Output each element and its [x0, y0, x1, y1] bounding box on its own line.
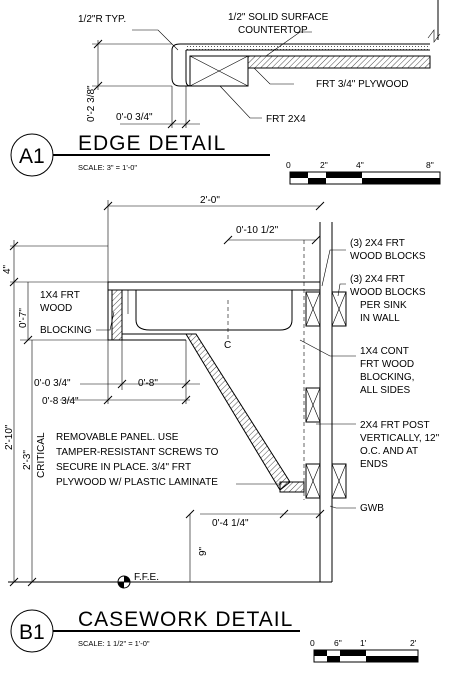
dim-4: 4": [2, 264, 13, 274]
panel-note-line4: PLYWOOD W/ PLASTIC LAMINATE: [56, 477, 218, 488]
blocking-note-line2: WOOD: [40, 303, 72, 314]
countertop-note-line2: COUNTERTOP: [238, 25, 308, 36]
dim-7: 0'-7": [18, 308, 29, 328]
panel-note-line3: SECURE IN PLACE. 3/4" FRT: [56, 462, 191, 473]
edge-detail-title: EDGE DETAIL: [78, 132, 226, 155]
casework-bar-label-2: 1': [360, 638, 367, 648]
frt-2x4-block: [189, 55, 249, 87]
ffe-label: F.F.E.: [134, 572, 159, 583]
casework-bar-label-3: 2': [410, 638, 417, 648]
edge-scale-bar: [289, 171, 441, 185]
dim-2-3: 2'-3": [22, 450, 33, 470]
gwb-note: GWB: [360, 503, 384, 514]
edge-overhang-dim: 0'-0 3/4": [116, 112, 153, 123]
plywood-note: FRT 3/4" PLYWOOD: [316, 79, 408, 90]
post-note-line2: VERTICALLY, 12": [360, 433, 440, 444]
dim-9: 9": [198, 546, 209, 556]
centerline-label: C: [224, 340, 231, 351]
dim-10-half: 0'-10 1/2": [236, 225, 279, 236]
dim-0-4-1-4: 0'-4 1/4": [212, 518, 249, 529]
casework-detail-scale: SCALE: 1 1/2" = 1'-0": [78, 639, 150, 648]
sink-bowl: [135, 290, 293, 331]
edge-bar-label-3: 8": [426, 160, 434, 170]
dim-0-3-4: 0'-0 3/4": [34, 378, 71, 389]
casework-countertop: [107, 281, 321, 291]
detail-bubble-label: A1: [19, 145, 45, 168]
removable-panel: [185, 333, 291, 491]
edge-bar-label-1: 2": [320, 160, 328, 170]
blocks-sink-note-line3: PER SINK: [360, 300, 407, 311]
cont-blocking-note-line2: FRT WOOD: [360, 359, 414, 370]
countertop-note-line1: 1/2" SOLID SURFACE: [228, 12, 329, 23]
cont-blocking-note-line4: ALL SIDES: [360, 385, 411, 396]
blocking-note-line1: 1X4 FRT: [40, 290, 80, 301]
blocks-sink-note-line1: (3) 2X4 FRT: [350, 274, 405, 285]
casework-detail-drawing: [8, 200, 356, 589]
dim-critical: CRITICAL: [36, 432, 47, 478]
dim-0-8-3-4: 0'-8 3/4": [42, 396, 79, 407]
edge-detail-title-block: [10, 133, 270, 177]
cont-blocking-note-line3: BLOCKING,: [360, 372, 414, 383]
casework-detail-title: CASEWORK DETAIL: [78, 608, 293, 631]
edge-height-dim: 0'-2 3/8": [86, 85, 97, 122]
blocks-3-note-line2: WOOD BLOCKS: [350, 251, 426, 262]
edge-detail-drawing: [92, 0, 441, 129]
casework-scale-bar: [313, 649, 419, 663]
wall-blocks: [305, 291, 347, 499]
blocks-sink-note-line4: IN WALL: [360, 313, 400, 324]
post-note-line1: 2X4 FRT POST: [360, 420, 430, 431]
blocking-note-line3: BLOCKING: [40, 325, 92, 336]
frt-2x4-note: FRT 2X4: [266, 114, 306, 125]
dim-0-8: 0'-8": [138, 378, 158, 389]
edge-bar-label-2: 4": [356, 160, 364, 170]
dim-2-10: 2'-10": [4, 424, 15, 450]
panel-note-line2: TAMPER-RESISTANT SCREWS TO: [56, 447, 219, 458]
overall-width-dim: 2'-0": [200, 195, 220, 206]
edge-bar-label-0: 0: [286, 160, 291, 170]
casework-bar-label-1: 6": [334, 638, 342, 648]
bottom-blocking: [279, 481, 305, 493]
post-note-line4: ENDS: [360, 459, 388, 470]
edge-detail-scale: SCALE: 3" = 1'-0": [78, 163, 137, 172]
casework-bubble-label: B1: [19, 621, 45, 644]
blocks-3-note-line1: (3) 2X4 FRT: [350, 238, 405, 249]
blocks-sink-note-line2: WOOD BLOCKS: [350, 287, 426, 298]
casework-detail-title-block: [10, 609, 300, 653]
post-note-line3: O.C. AND AT: [360, 446, 418, 457]
radius-note: 1/2"R TYP.: [78, 14, 126, 25]
cont-blocking-note-line1: 1X4 CONT: [360, 346, 409, 357]
frt-plywood: [247, 55, 431, 69]
casework-bar-label-0: 0: [310, 638, 315, 648]
panel-note-line1: REMOVABLE PANEL. USE: [56, 432, 179, 443]
